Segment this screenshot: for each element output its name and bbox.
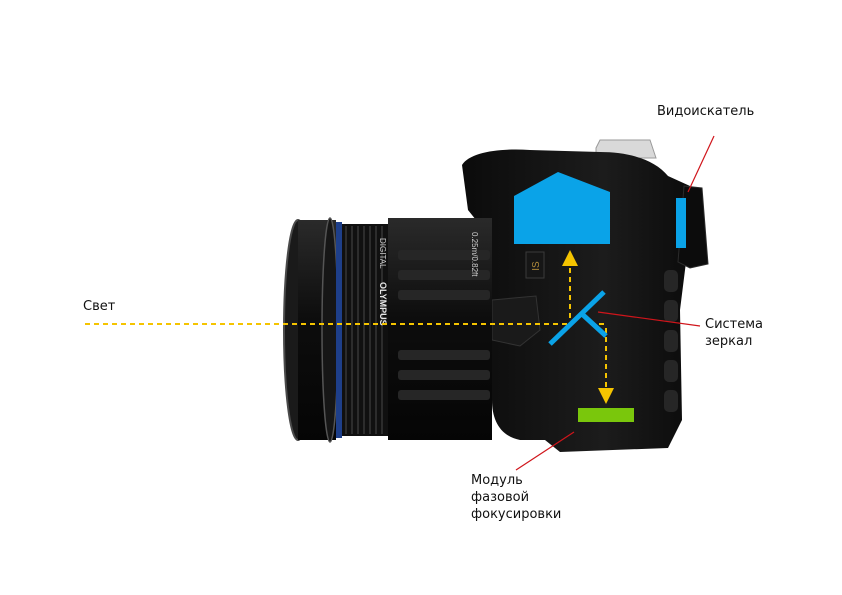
viewfinder-eyepiece	[676, 198, 686, 248]
lens-spec-text: 0.25m/0.82ft	[470, 232, 479, 277]
leader-lines	[515, 135, 715, 471]
label-light: Свет	[83, 299, 116, 314]
label-af-module: Модуль фазовой фокусировки	[471, 472, 561, 523]
label-af-line-2: фазовой	[471, 490, 530, 505]
lens-line-text: DIGITAL	[378, 238, 387, 269]
is-badge-text: IS	[531, 261, 542, 271]
label-af-line-1: Модуль	[471, 473, 523, 488]
label-viewfinder: Видоискатель	[657, 104, 755, 119]
arrow-down-icon	[598, 388, 614, 404]
label-mirror-system: Система зеркал	[705, 316, 763, 350]
arrow-up-icon	[562, 250, 578, 266]
label-af-line-3: фокусировки	[471, 507, 562, 522]
lens-brand-text: OLYMPUS	[378, 282, 388, 326]
lens: OLYMPUS DIGITAL 0.25m/0.82ft	[283, 217, 492, 443]
pentaprism	[514, 172, 610, 244]
label-mirror-line-2: зеркал	[705, 334, 753, 349]
mirror-system	[548, 290, 608, 346]
label-mirror-line-1: Система	[705, 317, 764, 332]
is-badge	[525, 251, 545, 279]
af-sensor	[578, 408, 634, 422]
